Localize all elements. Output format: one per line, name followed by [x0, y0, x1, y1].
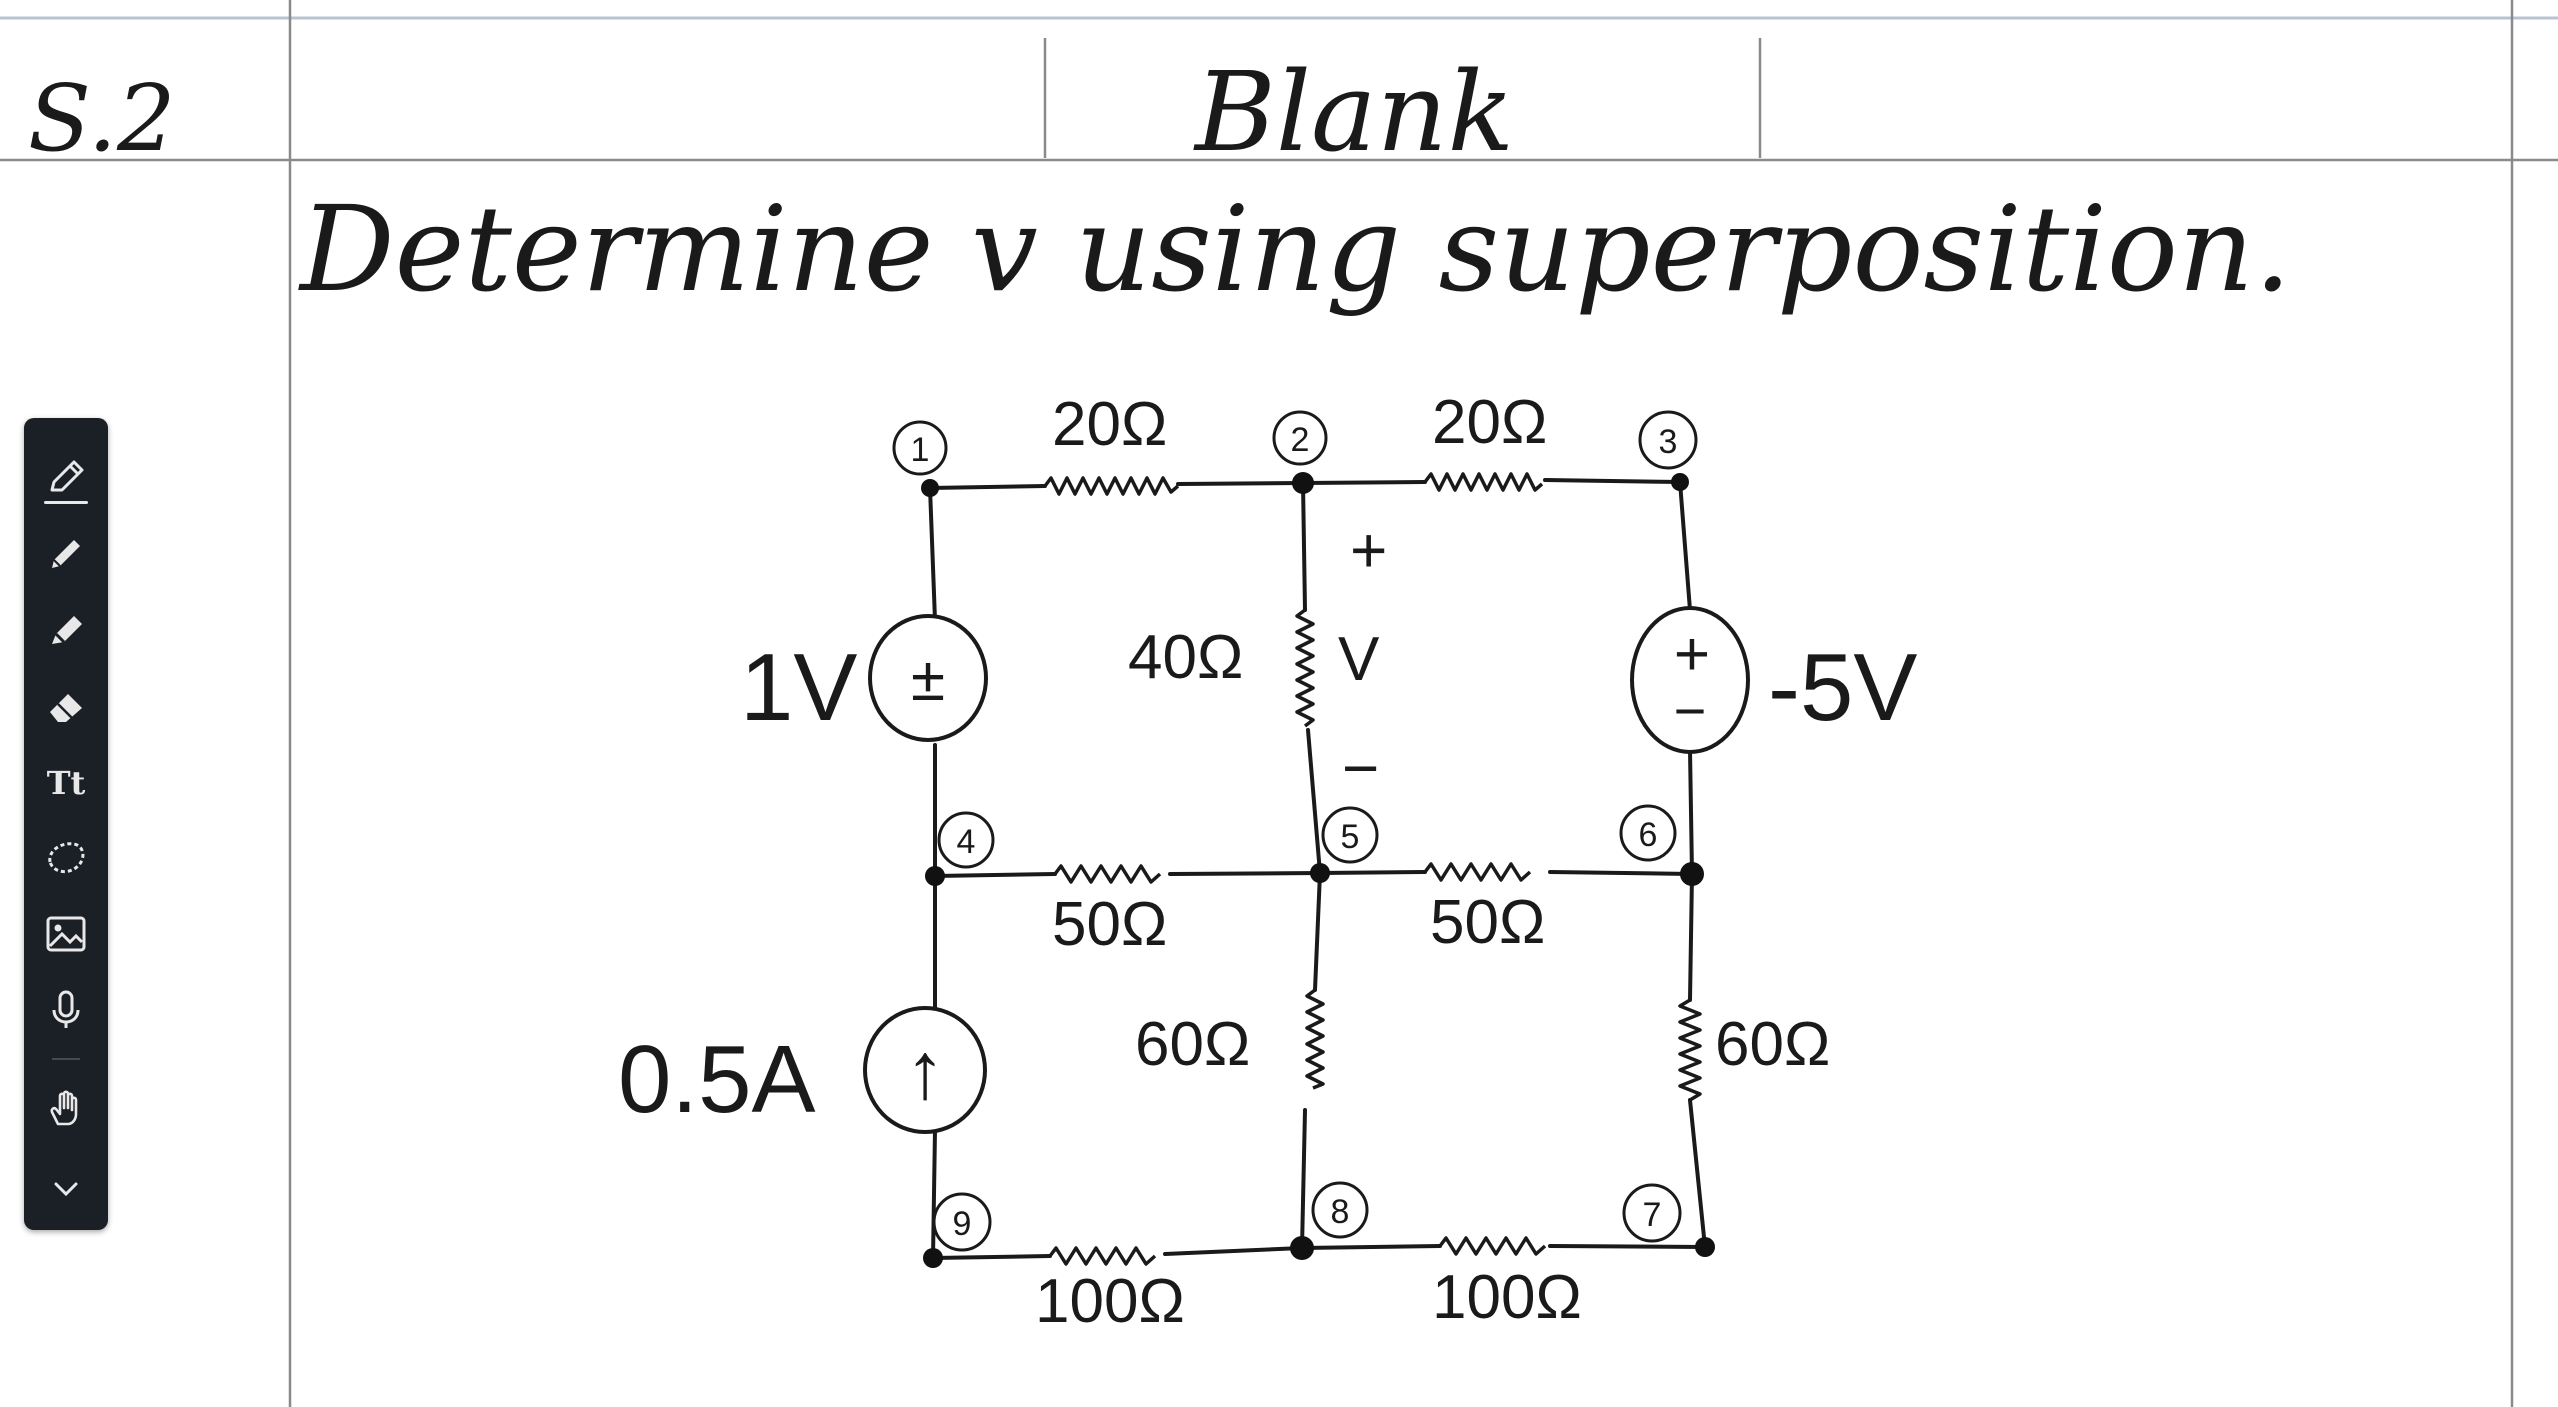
pencil-icon: [52, 540, 80, 568]
node-6-label: 6: [1639, 816, 1658, 854]
highlighter-icon: [52, 616, 82, 644]
label-r98: 100Ω: [1035, 1267, 1185, 1336]
resistor-labels: 20Ω 20Ω 40Ω 50Ω 50Ω 60Ω 60Ω 100Ω 100Ω: [1035, 388, 1830, 1336]
problem-prompt: Determine v using superposition.: [298, 180, 2291, 318]
node-2-label: 2: [1291, 421, 1310, 459]
lasso-icon: [48, 842, 85, 873]
label-r67: 60Ω: [1715, 1010, 1830, 1079]
label-r12: 20Ω: [1052, 390, 1167, 459]
label-r25: 40Ω: [1128, 623, 1243, 692]
measurement-plus: +: [1350, 514, 1387, 586]
node-8-label: 8: [1331, 1193, 1350, 1231]
source-1v-symbol: ±: [911, 645, 945, 714]
section-label: S.2: [28, 65, 176, 172]
node-3-label: 3: [1659, 423, 1678, 461]
label-r87: 100Ω: [1432, 1263, 1582, 1332]
eraser-tool-button[interactable]: [24, 676, 108, 736]
chevron-down-icon: [54, 1182, 78, 1197]
node-9-label: 9: [953, 1205, 972, 1243]
highlighter-tool-button[interactable]: [24, 600, 108, 660]
text-tool-button[interactable]: Tt: [24, 752, 108, 812]
header-cell-label: Blank: [1193, 48, 1514, 176]
resistor-r98: [1048, 1246, 1157, 1266]
eraser-icon: [50, 694, 82, 722]
source-05a-arrow: ↑: [905, 1026, 945, 1115]
microphone-icon: [52, 990, 80, 1028]
label-r45: 50Ω: [1052, 890, 1167, 959]
resistor-r23: [1423, 472, 1544, 492]
node-3-marker: 3: [1638, 410, 1698, 470]
resistor-r67: [1678, 998, 1702, 1102]
node-7-label: 7: [1643, 1196, 1662, 1234]
current-source-05a: ↑ 0.5A: [618, 1006, 987, 1134]
node-5-marker: 5: [1321, 806, 1379, 864]
voltage-measurement: + V −: [1338, 514, 1387, 804]
measurement-name: V: [1338, 625, 1380, 694]
node-5-label: 5: [1341, 818, 1360, 856]
node-9-marker: 9: [932, 1192, 992, 1252]
microphone-tool-button[interactable]: [24, 980, 108, 1040]
source-neg5v-label: -5V: [1768, 634, 1917, 741]
label-r58: 60Ω: [1135, 1010, 1250, 1079]
pen-icon: [50, 460, 84, 492]
node-7-marker: 7: [1622, 1183, 1682, 1243]
node-8-marker: 8: [1311, 1181, 1369, 1239]
node-1-marker: 1: [892, 420, 948, 476]
text-icon: Tt: [47, 764, 86, 802]
node-1-label: 1: [911, 431, 930, 469]
nodes: 1 2 3 4 5 6 7: [892, 410, 1715, 1268]
node-6-marker: 6: [1619, 804, 1677, 862]
hand-icon: [50, 1090, 78, 1126]
resistor-r87: [1438, 1236, 1547, 1256]
resistor-r56: [1423, 862, 1532, 882]
source-neg5v-plus: +: [1674, 620, 1710, 689]
node-4-marker: 4: [937, 811, 995, 869]
resistor-r12: [1043, 476, 1180, 496]
pen-tool-button[interactable]: [24, 448, 108, 508]
toolbar-collapse-button[interactable]: [24, 1158, 108, 1218]
voltage-source-neg5v: + − -5V: [1630, 606, 1917, 754]
toolbar-divider: [52, 1058, 80, 1060]
hand-tool-button[interactable]: [24, 1078, 108, 1138]
lasso-tool-button[interactable]: [24, 828, 108, 888]
source-05a-label: 0.5A: [618, 1026, 815, 1133]
resistor-r25: [1295, 608, 1315, 728]
image-icon: [46, 916, 86, 952]
node-2-marker: 2: [1272, 410, 1328, 466]
label-r56: 50Ω: [1430, 888, 1545, 957]
resistor-r58: [1305, 988, 1325, 1090]
label-r23: 20Ω: [1432, 388, 1547, 457]
source-1v-label: 1V: [740, 634, 857, 741]
source-neg5v-minus: −: [1674, 679, 1707, 742]
resistor-r45: [1053, 864, 1162, 884]
text-tool-label: Tt: [47, 764, 86, 802]
voltage-source-1v: ± 1V: [740, 614, 988, 742]
measurement-minus: −: [1342, 732, 1379, 804]
image-tool-button[interactable]: [24, 904, 108, 964]
annotation-toolbar: Tt: [24, 418, 108, 1230]
circuit-diagram: 20Ω 20Ω 40Ω 50Ω 50Ω 60Ω 60Ω 100Ω 100Ω ± …: [618, 388, 1917, 1336]
resistors: [1043, 472, 1702, 1266]
node-4-label: 4: [957, 823, 976, 861]
pencil-tool-button[interactable]: [24, 524, 108, 584]
